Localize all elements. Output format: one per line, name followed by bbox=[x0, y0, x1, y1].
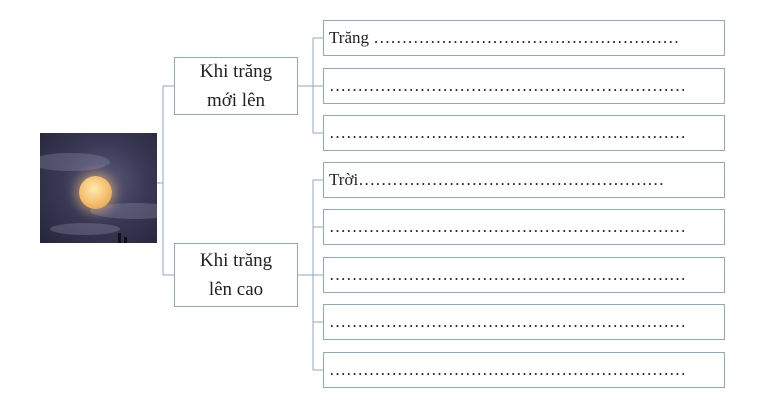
branch-khi-trang-len-cao: Khi trăng lên cao bbox=[174, 243, 298, 307]
answer-text: ……………………………………………………… bbox=[329, 360, 686, 379]
branch-title-line: lên cao bbox=[208, 279, 264, 300]
moon bbox=[79, 176, 112, 209]
answer-text: ……………………………………………………… bbox=[329, 265, 686, 284]
answer-text: ……………………………………………………… bbox=[329, 123, 686, 142]
answer-box[interactable]: Trăng ……………………………………………… bbox=[323, 20, 725, 56]
branch-title-line: Khi trăng bbox=[199, 61, 273, 82]
full-moon-photo bbox=[40, 133, 157, 243]
branch-title-line: mới lên bbox=[206, 90, 266, 111]
answer-text: ……………………………………………………… bbox=[329, 312, 686, 331]
answer-box[interactable]: ……………………………………………………… bbox=[323, 352, 725, 388]
answer-text: ……………………………………………………… bbox=[329, 217, 686, 236]
answer-box[interactable]: ……………………………………………………… bbox=[323, 68, 725, 104]
answer-text: Trăng ……………………………………………… bbox=[329, 28, 680, 47]
answer-text: Trời……………………………………………… bbox=[329, 170, 665, 189]
answer-box[interactable]: Trời……………………………………………… bbox=[323, 162, 725, 198]
branch-khi-trang-moi-len: Khi trăng mới lên bbox=[174, 57, 298, 115]
answer-box[interactable]: ……………………………………………………… bbox=[323, 209, 725, 245]
answer-box[interactable]: ……………………………………………………… bbox=[323, 257, 725, 293]
answer-box[interactable]: ……………………………………………………… bbox=[323, 304, 725, 340]
branch-title-line: Khi trăng bbox=[199, 250, 273, 271]
answer-box[interactable]: ……………………………………………………… bbox=[323, 115, 725, 151]
answer-text: ……………………………………………………… bbox=[329, 76, 686, 95]
